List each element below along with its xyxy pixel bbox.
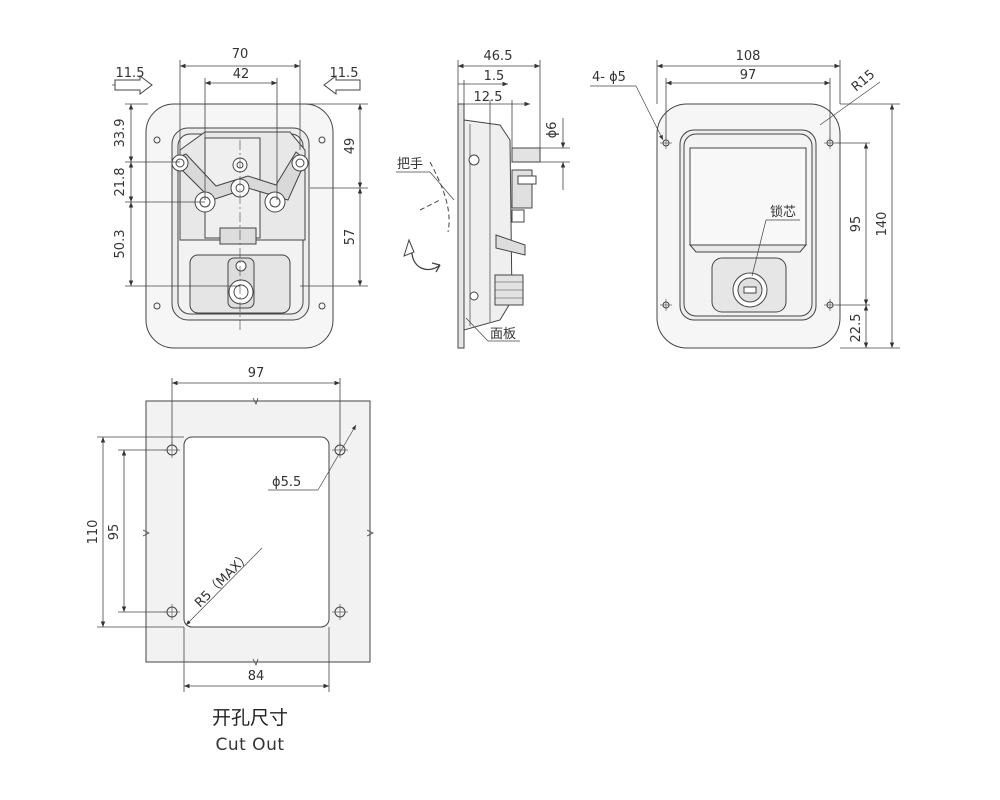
side-view xyxy=(396,60,570,349)
dim-cut-110: 110 xyxy=(86,520,101,545)
label-lock-core: 锁芯 xyxy=(770,204,796,220)
dim-108: 108 xyxy=(736,49,761,64)
label-panel: 面板 xyxy=(490,327,516,342)
front-mount-holes xyxy=(153,136,326,310)
dim-70: 70 xyxy=(232,47,249,62)
dim-21-8: 21.8 xyxy=(113,168,128,197)
label-handle: 把手 xyxy=(397,157,423,172)
dim-phi6: ϕ6 xyxy=(545,122,560,139)
dim-r15: R15 xyxy=(849,67,878,95)
dim-22-5: 22.5 xyxy=(849,314,864,343)
rear-view xyxy=(590,60,900,349)
cutout-view xyxy=(97,378,374,692)
dim-12-5: 12.5 xyxy=(474,90,503,105)
dim-cut-97: 97 xyxy=(248,366,265,381)
dim-cut-84: 84 xyxy=(248,669,265,684)
dim-11-5-left: 11.5 xyxy=(116,66,145,81)
cutout-caption-en: Cut Out xyxy=(215,735,285,755)
dim-50-3: 50.3 xyxy=(113,230,128,259)
dim-46-5: 46.5 xyxy=(484,49,513,64)
dim-cut-phi5-5: ϕ5.5 xyxy=(272,475,301,490)
cutout-opening xyxy=(183,436,330,628)
dim-1-5: 1.5 xyxy=(484,69,505,84)
side-dim-labels: 46.5 1.5 12.5 ϕ6 把手 面板 xyxy=(397,49,560,342)
dim-33-9: 33.9 xyxy=(113,119,128,148)
front-view xyxy=(112,60,368,349)
dim-57: 57 xyxy=(343,229,358,246)
dim-95: 95 xyxy=(849,216,864,233)
dim-97: 97 xyxy=(740,68,757,83)
dim-cut-95: 95 xyxy=(107,524,122,541)
front-dim-labels: 70 42 11.5 11.5 33.9 21.8 50.3 49 57 xyxy=(113,47,358,258)
dim-42: 42 xyxy=(233,67,250,82)
cutout-caption-cn: 开孔尺寸 xyxy=(211,707,288,729)
dim-49: 49 xyxy=(343,138,358,155)
dim-4-phi5: 4- ϕ5 xyxy=(592,70,626,85)
dim-140: 140 xyxy=(875,212,890,237)
dim-11-5-right: 11.5 xyxy=(330,66,359,81)
